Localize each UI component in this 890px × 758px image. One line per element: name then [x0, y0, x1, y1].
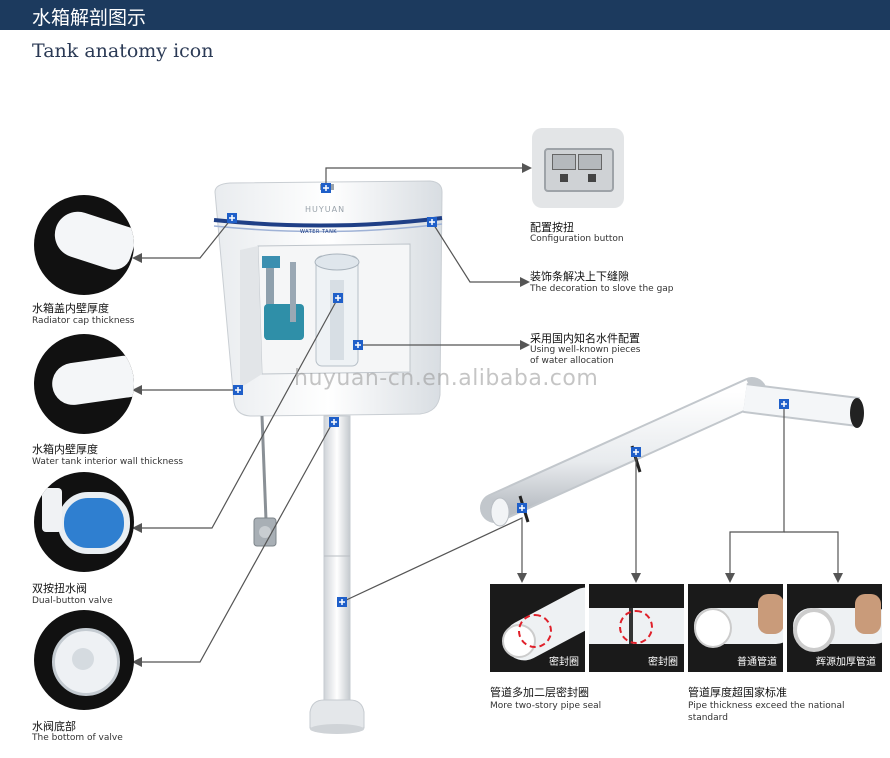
- standard-pipe-photo: 普通管道: [688, 584, 783, 672]
- config-button-label-en: Configuration button: [530, 234, 624, 244]
- valve-bottom-photo: [34, 610, 134, 710]
- wall-thickness-photo: [34, 334, 134, 434]
- pipe-thickness-note-en-2: standard: [688, 713, 728, 723]
- tank-band-text: WATER TANK: [300, 229, 338, 235]
- dual-button-valve-photo: [34, 472, 134, 572]
- water-tank: [213, 180, 443, 417]
- dual-button-valve-label-en: Dual-button valve: [32, 596, 113, 606]
- wall-thickness-label-cn: 水箱内壁厚度: [32, 443, 98, 456]
- valve-bottom-label-cn: 水阀底部: [32, 720, 76, 733]
- cap-thickness-photo: [34, 195, 134, 295]
- water-pieces-label-cn: 采用国内知名水件配置: [530, 332, 640, 345]
- tank-brand: HUYUAN: [305, 205, 346, 214]
- dual-button-valve-label-cn: 双按扭水阀: [32, 582, 87, 595]
- pipe-seal-caption-2: 密封圈: [648, 657, 678, 668]
- horizontal-pipe: [480, 377, 864, 527]
- cap-thickness-label-cn: 水箱盖内壁厚度: [32, 302, 109, 315]
- config-button-label-cn: 配置按扭: [530, 221, 574, 234]
- pipe-seal-note-cn: 管道多加二层密封圈: [490, 686, 589, 699]
- valve-bottom-label-en: The bottom of valve: [32, 733, 123, 743]
- config-button-photo: [532, 128, 624, 208]
- thick-pipe-caption: 辉源加厚管道: [816, 657, 876, 668]
- wall-thickness-label-en: Water tank interior wall thickness: [32, 457, 184, 467]
- marker-icons: [227, 183, 789, 607]
- pipe-seal-note-en: More two-story pipe seal: [490, 701, 602, 711]
- page-subtitle: Tank anatomy icon: [32, 40, 214, 62]
- decoration-gap-label-en: The decoration to slove the gap: [530, 284, 674, 294]
- vertical-pipe: [309, 415, 365, 734]
- pipe-seal-photo-2: 密封圈: [589, 584, 684, 672]
- pipe-thickness-note-cn: 管道厚度超国家标准: [688, 686, 787, 699]
- pipe-seal-caption-1: 密封圈: [549, 657, 579, 668]
- thick-pipe-photo: 辉源加厚管道: [787, 584, 882, 672]
- water-pieces-label-en-2: of water allocation: [530, 356, 614, 366]
- pointer-arrowheads: [132, 163, 843, 667]
- pipe-seal-photo-1: 密封圈: [490, 584, 585, 672]
- standard-pipe-caption: 普通管道: [737, 657, 777, 668]
- pointer-lines: [140, 167, 839, 663]
- cap-thickness-label-en: Radiator cap thickness: [32, 316, 135, 326]
- header-bar: [0, 0, 890, 30]
- angle-valve: [253, 415, 277, 547]
- decoration-gap-label-cn: 装饰条解决上下缝隙: [530, 270, 629, 283]
- pipe-thickness-note-en-1: Pipe thickness exceed the national: [688, 701, 845, 711]
- header-title: 水箱解剖图示: [32, 7, 147, 29]
- water-pieces-label-en-1: Using well-known pieces: [530, 345, 641, 355]
- watermark: huyuan-cn.en.alibaba.com: [294, 366, 599, 391]
